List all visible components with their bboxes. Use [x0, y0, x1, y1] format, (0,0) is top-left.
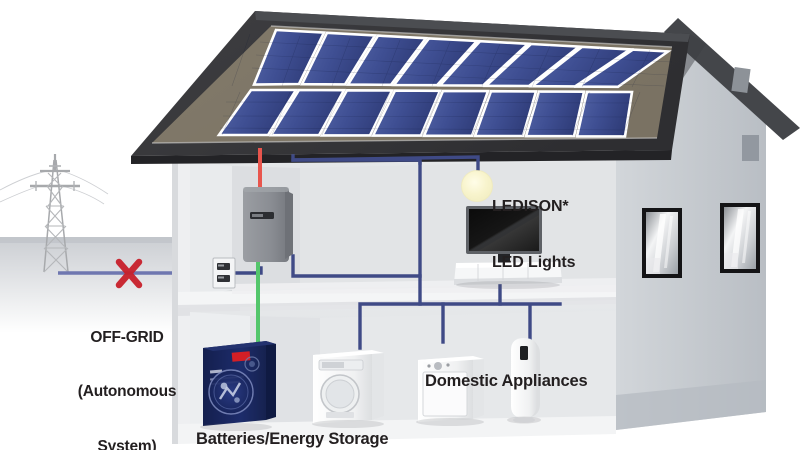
batteries-energy-storage-label: Batteries/Energy Storage	[196, 430, 389, 448]
domestic-appliances-label: Domestic Appliances	[425, 372, 588, 390]
object-shadows	[200, 281, 560, 431]
transmission-pylon	[0, 154, 109, 273]
grid-disconnect-x-icon	[115, 258, 143, 289]
off-grid-label-line1: OFF-GRID	[90, 328, 164, 346]
dishwasher	[418, 356, 484, 422]
led-light-bulb-icon	[461, 170, 493, 202]
battery-energy-storage	[203, 341, 276, 426]
cable-network	[230, 148, 562, 352]
television	[466, 206, 542, 263]
electricity-meter	[212, 257, 236, 289]
water-heater	[511, 338, 540, 423]
solar-roof-assembly	[131, 11, 690, 164]
solar-inverter	[243, 187, 293, 262]
off-grid-label-line2: (Autonomous	[77, 383, 177, 401]
washing-machine	[313, 350, 384, 424]
ledison-led-lights-label: LEDISON* LED Lights	[492, 160, 576, 311]
tv-console	[454, 262, 562, 285]
solar-panel-array	[216, 28, 673, 138]
house-window	[642, 208, 682, 278]
off-grid-label: OFF-GRID (Autonomous System)	[52, 292, 202, 450]
ledison-label-line2: LED Lights	[492, 254, 576, 272]
ledison-label-line1: LEDISON*	[492, 197, 569, 215]
off-grid-label-line3: System)	[97, 438, 157, 450]
house-window	[720, 203, 760, 273]
